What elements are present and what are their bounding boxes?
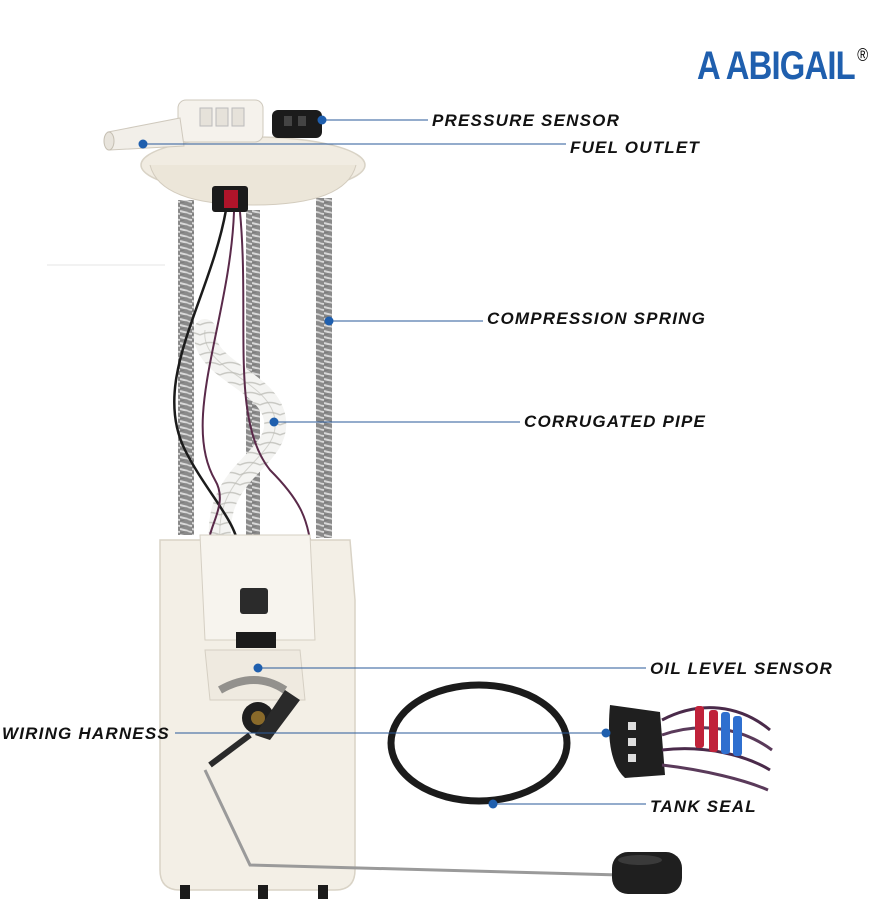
spring-right: [316, 198, 332, 538]
float-arm: [203, 769, 621, 877]
callout-dot-corrugated-pipe: [269, 417, 279, 427]
tank-seal-ring: [387, 681, 571, 805]
corrugated-pipe-shape: [193, 319, 287, 551]
callout-dot-pressure-sensor: [317, 115, 327, 125]
label-oil-level-sensor: OIL LEVEL SENSOR: [650, 659, 833, 678]
label-fuel-outlet: FUEL OUTLET: [570, 138, 700, 157]
label-corrugated-pipe: CORRUGATED PIPE: [524, 412, 707, 431]
spring-left: [178, 200, 194, 535]
label-compression-spring: COMPRESSION SPRING: [487, 309, 707, 328]
callout-dot-compression-spring: [324, 316, 334, 326]
callout-dot-fuel-outlet: [138, 139, 148, 149]
callout-dot-oil-level-sensor: [253, 663, 263, 673]
wire-purple-1: [201, 211, 235, 546]
wire-black: [173, 209, 240, 546]
label-pressure-sensor: PRESSURE SENSOR: [432, 111, 621, 130]
wiring-harness-connector: [609, 705, 773, 792]
label-wiring-harness: WIRING HARNESS: [2, 724, 170, 743]
wire-purple-2: [239, 211, 313, 561]
registered-mark: ®: [857, 44, 868, 65]
callout-leaders: [138, 115, 646, 809]
brand-logo: A ABIGAIL®: [697, 44, 868, 89]
pressure-sensor-connector: [272, 110, 322, 138]
brand-name: A ABIGAIL: [697, 44, 856, 88]
callout-dot-wiring-harness: [601, 728, 611, 738]
callout-dot-tank-seal: [488, 799, 498, 809]
label-tank-seal: TANK SEAL: [650, 797, 757, 816]
